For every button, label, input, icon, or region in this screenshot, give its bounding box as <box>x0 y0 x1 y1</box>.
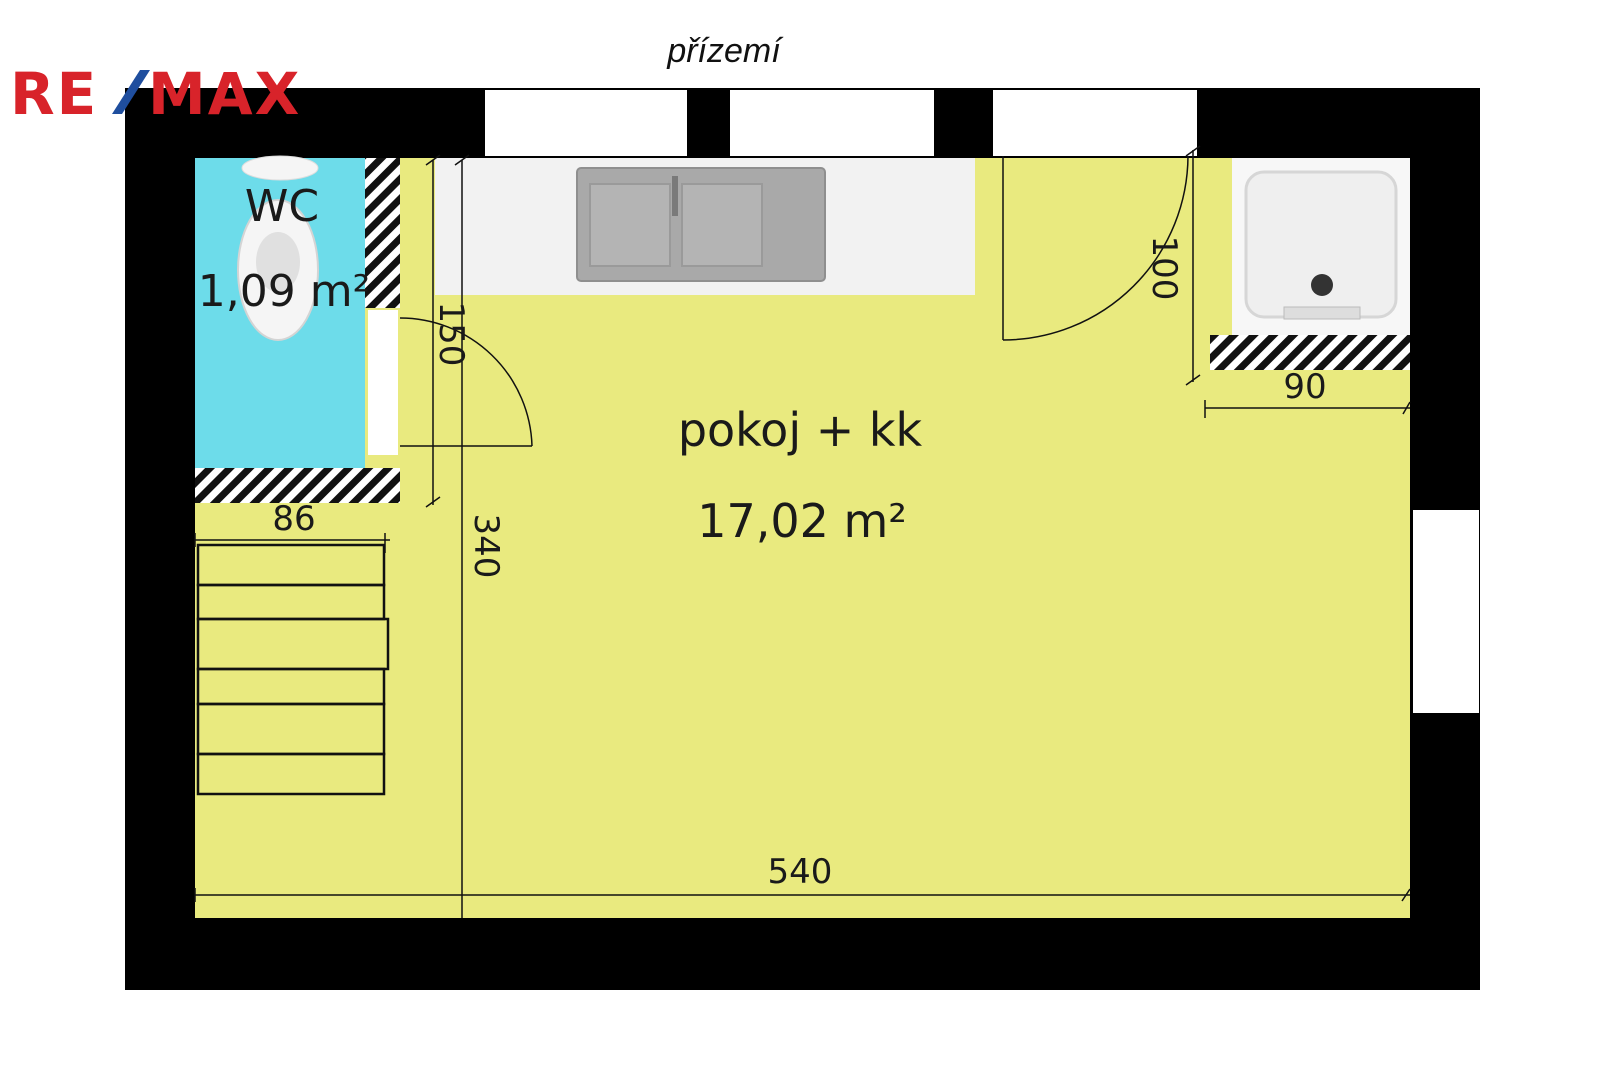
dim-label-100: 100 <box>1144 236 1184 301</box>
toilet-tank <box>241 155 319 181</box>
window-right <box>1413 510 1479 713</box>
logo-text-right: MAX <box>148 60 301 128</box>
floor-title: přízemí <box>666 32 784 70</box>
wc-door-swing <box>399 317 533 447</box>
dim-label-150: 150 <box>431 302 471 367</box>
main-door-swing <box>1002 155 1189 341</box>
dim-label-90: 90 <box>1283 367 1326 407</box>
main-room-area: 17,02 m² <box>697 494 907 548</box>
dim-label-86: 86 <box>272 499 315 539</box>
dimension-lines <box>194 145 1411 918</box>
sink-basin-left <box>589 183 671 267</box>
sink-basin-right <box>681 183 763 267</box>
toilet-bowl-inner <box>256 232 300 292</box>
sink-faucet <box>672 176 678 216</box>
wc-room-name: WC <box>245 181 319 232</box>
wc-partition-wall-right <box>365 158 400 308</box>
staircase <box>196 543 390 796</box>
remax-logo: RE MAX <box>10 60 301 128</box>
washbasin-tap <box>1283 306 1361 320</box>
washbasin-drain <box>1311 274 1333 296</box>
window-top-1 <box>485 90 687 156</box>
wc-partition-wall-bottom <box>195 468 400 503</box>
window-top-3 <box>993 90 1197 156</box>
wc-door-jamb <box>368 310 398 455</box>
logo-text-left: RE <box>10 60 98 128</box>
window-top-2 <box>730 90 934 156</box>
closet-wall <box>1210 335 1410 370</box>
logo-slash <box>112 70 150 114</box>
wc-room-area: 1,09 m² <box>198 266 370 317</box>
dim-label-540: 540 <box>768 852 833 892</box>
main-room-name: pokoj + kk <box>678 403 923 457</box>
dim-label-340: 340 <box>466 514 506 579</box>
